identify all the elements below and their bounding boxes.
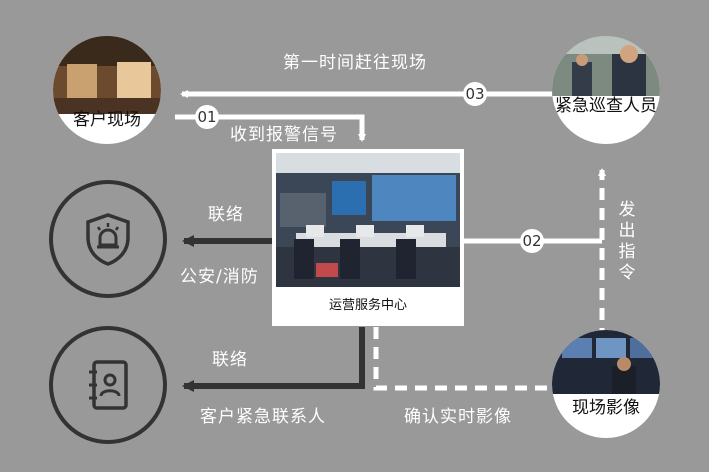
patrol-photo [552,36,660,96]
step-01-badge: 01 [195,105,219,129]
label-contact-bottom: 联络 [212,350,248,370]
lobby-photo [53,36,161,114]
label-emergency-contact: 客户紧急联系人 [200,407,326,427]
control-room-photo [276,153,460,287]
police-fire-node [49,180,167,298]
ops-center-node: 运营服务中心 [272,149,464,326]
step-02-badge: 02 [520,229,544,253]
ops-center-label: 运营服务中心 [328,298,407,313]
patrol-node: 紧急巡查人员 [552,36,660,144]
live-video-node: 现场影像 [552,330,660,438]
label-police-fire: 公安/消防 [180,267,259,287]
line-center-to-video [373,327,552,391]
emergency-contact-node [49,326,167,444]
label-dispatch: 发出指令 [618,200,636,283]
customer-site-node: 客户现场 [53,36,161,144]
live-video-label: 现场影像 [572,398,640,418]
label-contact-top: 联络 [208,205,244,225]
line-site-to-center [175,114,366,142]
label-confirm-video: 确认实时影像 [404,407,512,427]
step-03-badge: 03 [463,82,487,106]
patrol-label: 紧急巡查人员 [555,96,657,116]
contact-book-icon [89,360,128,410]
customer-site-label: 客户现场 [73,110,141,130]
label-receive-alarm: 收到报警信号 [230,125,338,145]
label-first-time: 第一时间赶往现场 [283,53,427,73]
line-center-to-contact [182,327,365,392]
police-badge-icon [86,213,130,266]
monitoring-photo [552,330,660,394]
